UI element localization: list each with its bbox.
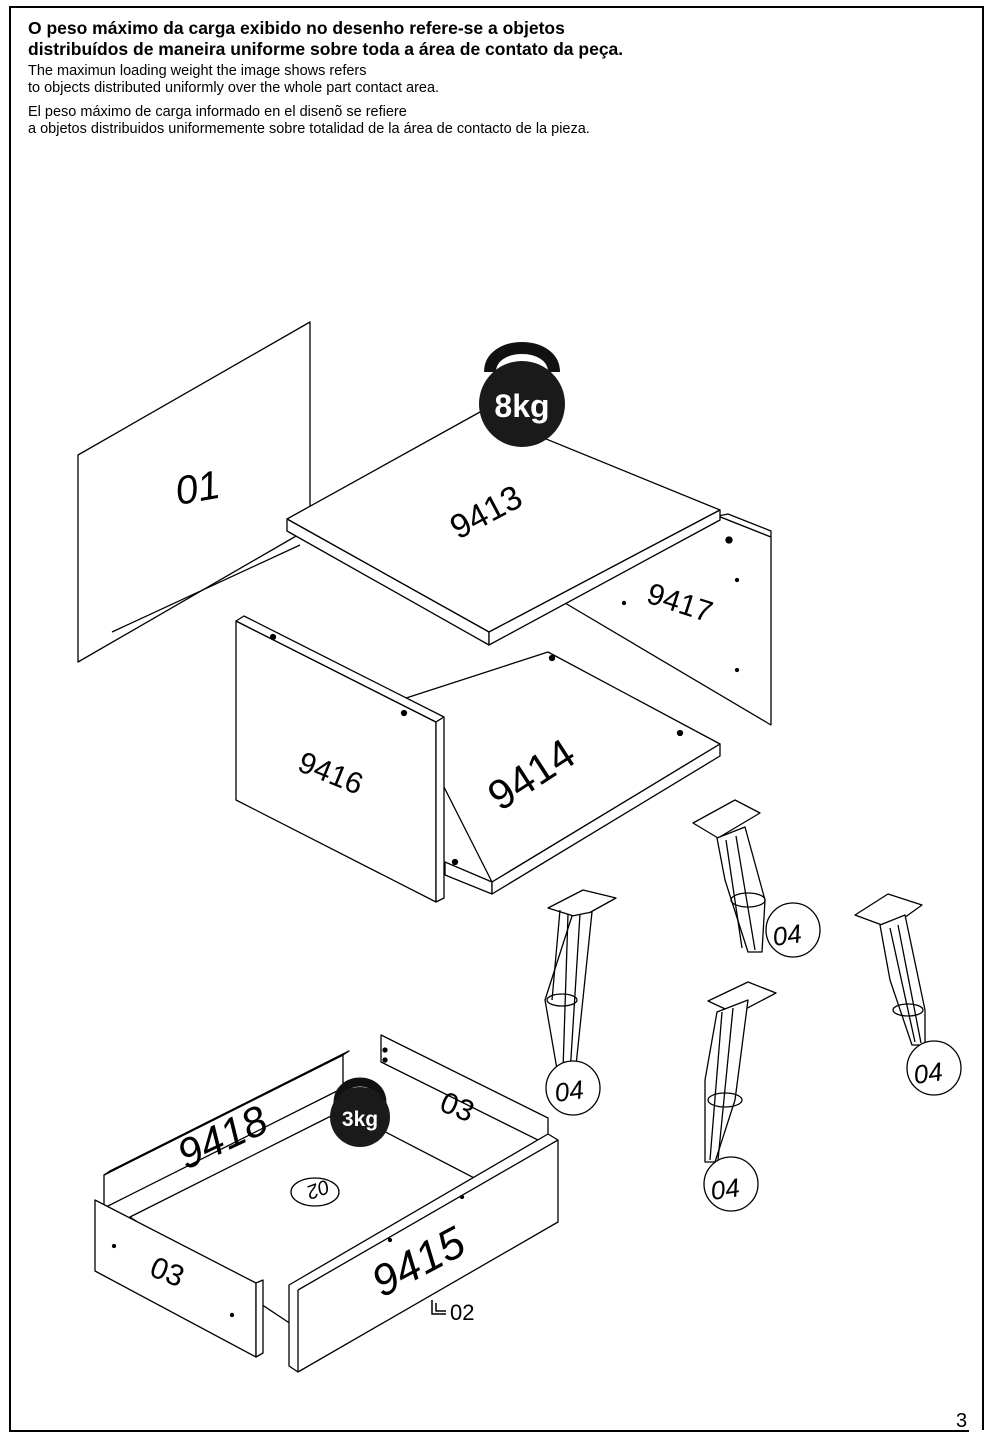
weight-3kg: 3kg: [330, 1077, 390, 1147]
back-panel-01: 01: [77, 321, 311, 663]
leg-1: 04: [544, 889, 617, 1116]
weight-label-3kg: 3kg: [342, 1108, 378, 1131]
leg-3: 04: [703, 981, 777, 1212]
leg-label-4: 04: [912, 1056, 945, 1090]
left-side-9416: 9416: [235, 615, 445, 903]
leg-4: 04: [854, 893, 962, 1096]
right-side-9417: 9417: [564, 513, 772, 726]
drawer-assembly: 9418 03 02 03 9415 02: [94, 1034, 559, 1373]
notice-spanish: El peso máximo de carga informado en el …: [28, 104, 590, 137]
drawer-bottom-ref-label: 02: [450, 1300, 474, 1325]
notice-portuguese: O peso máximo da carga exibido no desenh…: [28, 18, 624, 59]
load-notice: O peso máximo da carga exibido no desenh…: [28, 18, 968, 138]
top-panel-9413: 9413: [286, 411, 721, 646]
weight-label-8kg: 8kg: [494, 388, 549, 424]
page-frame: [9, 6, 984, 1430]
weight-8kg: 8kg: [479, 342, 565, 447]
notice-english: The maximun loading weight the image sho…: [28, 63, 440, 96]
part-label-01: 01: [172, 463, 223, 514]
leg-label-1: 04: [553, 1074, 586, 1108]
leg-2: 04: [692, 799, 821, 958]
page-bottom-rule: [9, 1430, 969, 1432]
page-number: 3: [956, 1410, 968, 1432]
leg-label-2: 04: [771, 918, 804, 952]
bottom-panel-9414: 9414: [399, 651, 721, 895]
leg-label-3: 04: [709, 1172, 742, 1206]
